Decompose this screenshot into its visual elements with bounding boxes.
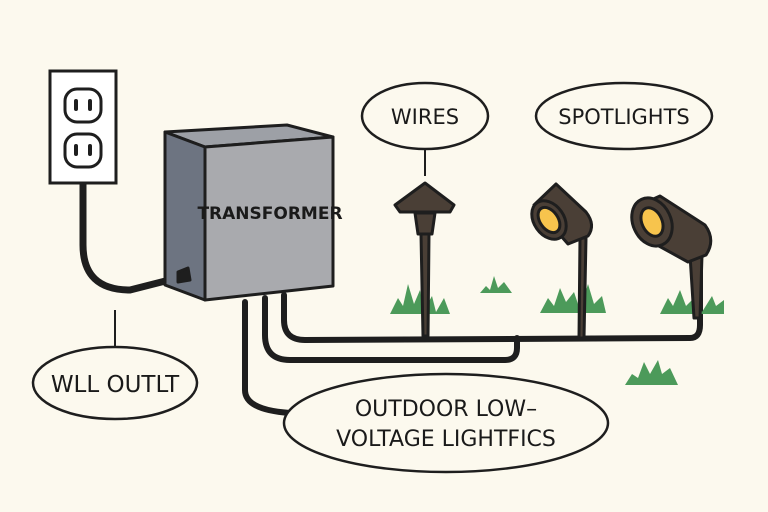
transformer: [163, 123, 335, 302]
prong-slot: [88, 144, 92, 156]
grass-tuft: [625, 360, 678, 385]
wires-label: WIRES: [391, 105, 459, 129]
spotlights-bubble: [534, 81, 714, 151]
path-light-cap: [393, 181, 456, 214]
fixtures-bubble: [282, 372, 610, 474]
prong-slot: [74, 99, 78, 111]
outlet-cord: [79, 176, 189, 294]
socket-bottom: [63, 132, 103, 169]
path-light-stake: [419, 232, 431, 338]
spotlight-lens: [536, 205, 562, 235]
prong-slot: [74, 144, 78, 156]
grass: [390, 276, 724, 385]
fixtures-label-line2: VOLTAGE LIGHTFICS: [336, 427, 556, 452]
transformer-front: [203, 135, 335, 302]
wire-to-lights: [281, 247, 703, 344]
spotlight-1: [530, 182, 593, 340]
spotlight-lens: [639, 206, 665, 238]
spotlight-stake: [577, 236, 588, 340]
wire-to-label: [242, 299, 293, 416]
grass-tuft: [480, 276, 512, 293]
fixtures-label-line1: OUTDOOR LOW–: [355, 397, 537, 422]
wall-outlet-bubble: [31, 345, 199, 421]
cord-plug: [176, 266, 192, 284]
path-light: [393, 181, 456, 338]
wire-branch: [262, 295, 520, 363]
path-light-body: [413, 211, 437, 236]
wires-bubble: [360, 81, 490, 151]
wall-outlet-label: WLL OUTLT: [51, 372, 180, 398]
grass-tuft: [540, 284, 606, 313]
transformer-label: TRANSFORMER: [197, 204, 342, 224]
prong-slot: [88, 99, 92, 111]
wires: [79, 176, 703, 416]
spotlight-2: [630, 194, 713, 320]
spotlights-label: SPOTLIGHTS: [558, 105, 689, 129]
socket-top: [63, 87, 103, 124]
grass-tuft: [390, 284, 450, 314]
wall-outlet: [48, 69, 118, 185]
